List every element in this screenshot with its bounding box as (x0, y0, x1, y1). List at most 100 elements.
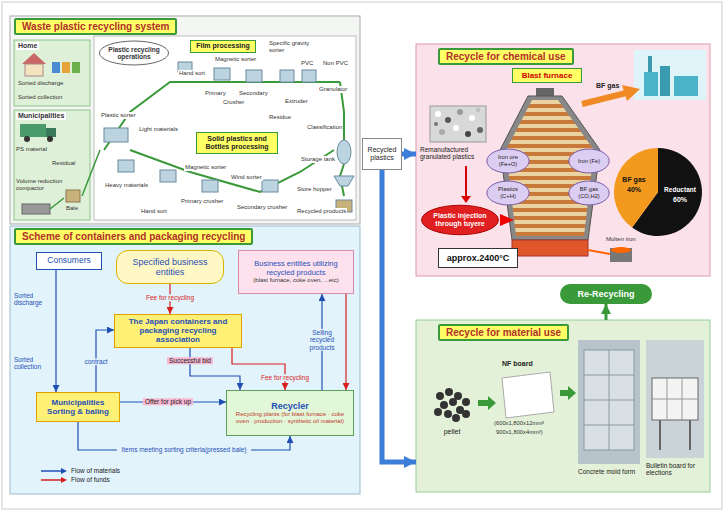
bulletin-board-photo (689, 420, 691, 450)
pellet-icon (444, 410, 452, 418)
waste-panel-ground (94, 36, 356, 220)
connector (232, 348, 285, 390)
granulated-plastics-photo (476, 108, 480, 112)
scheme-panel-ground (10, 226, 360, 494)
node-text: approx.2400°C (447, 253, 510, 263)
granulated-plastics-photo (465, 131, 471, 137)
label-text: Crusher (222, 99, 245, 106)
chemical-panel-ground (416, 44, 710, 276)
label-text: Secondary crusher (236, 204, 288, 211)
node-text: Business entities utilizing recycled pro… (242, 260, 350, 277)
truck-icon (20, 124, 46, 137)
material-panel-ground (416, 320, 710, 492)
label-text: Reductant (664, 186, 696, 193)
machine-icons (262, 180, 278, 192)
ellipse-node: Plastics (C+H) (486, 180, 530, 206)
pellet-icon (434, 388, 470, 422)
truck-icon (24, 136, 30, 142)
green-arrows (560, 386, 576, 400)
pie-chart (614, 148, 702, 236)
label-text: Hand sort (140, 208, 168, 215)
granulated-plastics-photo (445, 117, 451, 123)
node-text: Plastic recycling operations (103, 46, 165, 61)
label-text: PVC (300, 60, 314, 67)
legend-arrowhead (61, 477, 67, 483)
pellet-icon (462, 398, 470, 406)
label-text: Sorted discharge (18, 80, 63, 87)
label-text: Magnetic sorter (214, 56, 257, 63)
label-text: Residue (268, 114, 292, 121)
waste-panel-ground (14, 40, 90, 106)
house-icon (25, 64, 43, 76)
concrete-mold-photo (584, 350, 634, 450)
compactor-icon (50, 198, 64, 209)
waste-panel-ground (10, 16, 360, 224)
node-text: Solid plastics and Bottles processing (200, 135, 274, 151)
legend-row: Flow of funds (40, 475, 120, 484)
node-text: Specified business entities (120, 257, 220, 278)
label-text: Heavy materials (104, 182, 149, 189)
granulated-plastics-photo (453, 125, 459, 131)
machine-icons (334, 176, 354, 186)
machine-icons (246, 70, 262, 82)
label-text: Classification (306, 124, 343, 131)
panel-title: Recycle for chemical use (438, 48, 574, 65)
panel-title: Recycle for material use (438, 324, 569, 341)
machine-icons (160, 170, 176, 182)
label-text: Primary crusher (180, 198, 224, 205)
granulated-plastics-photo (439, 129, 445, 135)
truck-icon (20, 124, 56, 142)
label-text: Sorted collection (18, 94, 62, 101)
blast-furnace (500, 88, 632, 262)
process-box: Solid plastics and Bottles processing (196, 132, 278, 154)
bf-gas-arrow (582, 93, 626, 104)
truck-icon (47, 136, 53, 142)
ellipse-shape (487, 181, 529, 205)
injection-arrows (500, 214, 514, 226)
connector (402, 152, 416, 157)
granulated-plastics-photo (469, 115, 475, 121)
waste-panel-ground (10, 16, 360, 224)
scheme-panel-ground (10, 226, 360, 494)
machine-icons (280, 70, 294, 82)
node-text: Film processing (196, 42, 250, 50)
node-text: Municipalities Sorting & baling (40, 398, 116, 416)
edge-label: Successful bid (167, 357, 213, 364)
node-text: Plastics (C+H) (491, 186, 525, 199)
factory-icon (634, 50, 706, 100)
panel-title: Scheme of containers and packaging recyc… (14, 228, 253, 245)
granulated-plastics-photo (430, 106, 486, 142)
nf-board-icon (502, 372, 554, 418)
waste-panel-ground (14, 110, 90, 220)
label-text: (600x1,800x12mm³ (494, 420, 544, 427)
label-text: Specific gravity sorter (268, 40, 314, 54)
label-text: Molten iron (606, 236, 636, 243)
label-text: Sorted discharge (14, 292, 52, 307)
label-text: Light materials (138, 126, 179, 133)
label-text: Granulator (318, 86, 348, 93)
ellipse-node: Plastic recycling operations (98, 40, 170, 66)
concrete-mold-photo (609, 350, 610, 450)
ellipse-shape (99, 41, 168, 65)
machine-icons (104, 62, 354, 212)
ellipse-shape (569, 181, 609, 205)
area-title: Home (16, 42, 39, 50)
process-box: Film processing (190, 40, 256, 53)
granulated-plastics-photo (435, 111, 441, 117)
ellipse-node: Iron ore (Fe+O) (486, 148, 530, 174)
factory-icon (648, 56, 652, 72)
machine-icons (214, 68, 230, 80)
process-box: Re-Recycling (560, 284, 652, 304)
label-text: Recycled products (296, 208, 347, 215)
blast-furnace (611, 247, 631, 253)
label-text: Magnetic sorter (184, 164, 227, 171)
label-text: Store hopper (296, 186, 333, 193)
connector (605, 304, 608, 320)
bf-gas-arrow (622, 85, 640, 101)
ellipse-node: Plastic injection through tuyere (420, 204, 500, 236)
injection-arrows (465, 166, 467, 196)
process-box: Specified business entities (116, 250, 224, 284)
factory-icon (660, 66, 670, 96)
